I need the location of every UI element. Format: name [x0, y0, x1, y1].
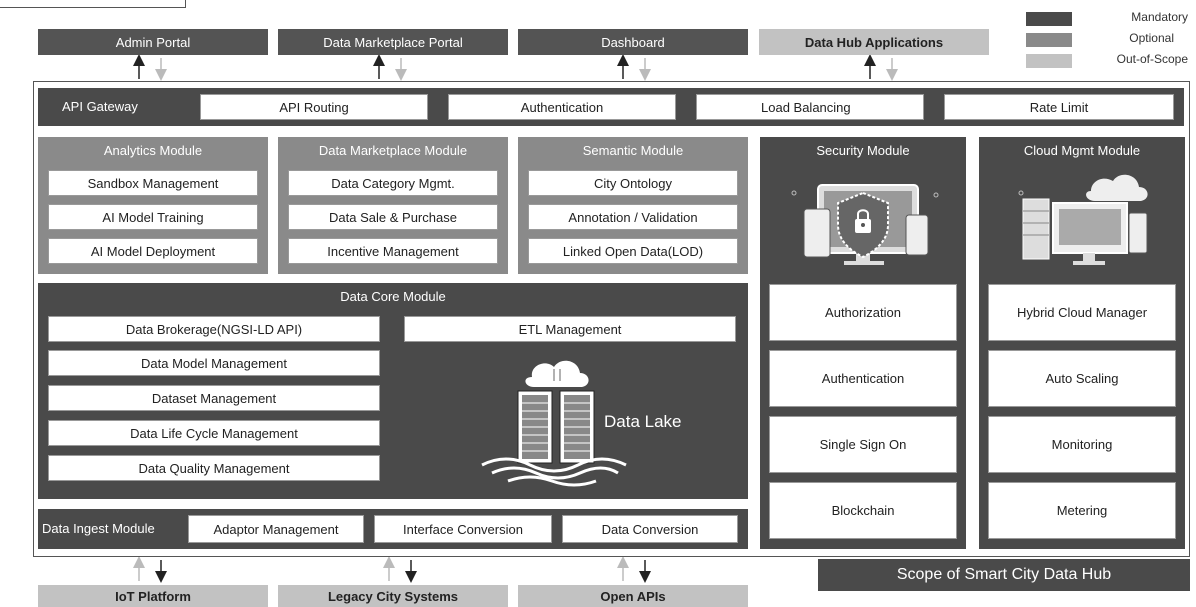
data-ingest-title: Data Ingest Module — [42, 521, 155, 536]
data-lake-icon — [481, 360, 627, 487]
legend-swatch-mandatory — [1026, 12, 1072, 26]
semantic-module: Semantic Module City Ontology Annotation… — [518, 137, 748, 274]
legend-label-out-of-scope: Out-of-Scope — [1116, 52, 1188, 66]
marketplace-item: Data Sale & Purchase — [288, 204, 498, 230]
analytics-item: AI Model Training — [48, 204, 258, 230]
api-routing: API Routing — [200, 94, 428, 120]
cloud-item: Metering — [988, 482, 1176, 539]
data-lake-label: Data Lake — [604, 412, 682, 431]
cloud-servers-icon — [1018, 174, 1148, 265]
legend-label-mandatory: Mandatory — [1131, 10, 1188, 24]
semantic-item: Linked Open Data(LOD) — [528, 238, 738, 264]
security-item: Authorization — [769, 284, 957, 341]
source-legacy-city-systems: Legacy City Systems — [278, 585, 508, 607]
scope-label: Scope of Smart City Data Hub — [818, 559, 1190, 591]
cloud-item: Monitoring — [988, 416, 1176, 473]
security-item: Single Sign On — [769, 416, 957, 473]
data-ingest-module: Data Ingest Module Adaptor Management In… — [38, 509, 748, 549]
data-core-item: Data Model Management — [48, 350, 380, 376]
source-iot-platform: IoT Platform — [38, 585, 268, 607]
portal-dashboard: Dashboard — [518, 29, 748, 55]
api-rate-limit: Rate Limit — [944, 94, 1174, 120]
source-open-apis: Open APIs — [518, 585, 748, 607]
top-arrows — [133, 55, 898, 81]
api-gateway-title: API Gateway — [62, 99, 138, 114]
security-module: Security Module Authorization Authentica… — [760, 137, 966, 549]
data-core-module: Data Core Module Data Brokerage(NGSI-LD … — [38, 283, 748, 499]
legend-label-optional: Optional — [1129, 31, 1174, 45]
data-core-item: Data Quality Management — [48, 455, 380, 481]
semantic-module-title: Semantic Module — [582, 143, 684, 158]
analytics-module: Analytics Module Sandbox Management AI M… — [38, 137, 268, 274]
portal-data-hub-applications: Data Hub Applications — [759, 29, 989, 55]
security-module-title: Security Module — [816, 143, 910, 158]
data-core-item: Dataset Management — [48, 385, 380, 411]
analytics-item: AI Model Deployment — [48, 238, 258, 264]
security-shield-icon — [791, 184, 939, 265]
legend-swatch-optional — [1026, 33, 1072, 47]
security-item: Blockchain — [769, 482, 957, 539]
cloud-item: Hybrid Cloud Manager — [988, 284, 1176, 341]
analytics-module-title: Analytics Module — [103, 143, 203, 158]
analytics-item: Sandbox Management — [48, 170, 258, 196]
cloud-mgmt-module: Cloud Mgmt Module Hybrid Cloud Manager A… — [979, 137, 1185, 549]
api-authentication: Authentication — [448, 94, 676, 120]
portal-admin: Admin Portal — [38, 29, 268, 55]
semantic-item: Annotation / Validation — [528, 204, 738, 230]
data-core-item: Data Life Cycle Management — [48, 420, 380, 446]
legend-swatch-out-of-scope — [1026, 54, 1072, 68]
top-left-divider — [0, 0, 186, 8]
data-marketplace-module: Data Marketplace Module Data Category Mg… — [278, 137, 508, 274]
api-gateway: API Gateway API Routing Authentication L… — [38, 88, 1184, 126]
etl-management: ETL Management — [404, 316, 736, 342]
ingest-item: Adaptor Management — [188, 515, 364, 543]
legend: Mandatory Optional Out-of-Scope — [1026, 10, 1194, 72]
data-core-item: Data Brokerage(NGSI-LD API) — [48, 316, 380, 342]
marketplace-module-title: Data Marketplace Module — [318, 143, 468, 158]
marketplace-item: Data Category Mgmt. — [288, 170, 498, 196]
marketplace-item: Incentive Management — [288, 238, 498, 264]
data-core-module-title: Data Core Module — [340, 289, 446, 304]
portal-data-marketplace: Data Marketplace Portal — [278, 29, 508, 55]
ingest-item: Interface Conversion — [374, 515, 552, 543]
cloud-item: Auto Scaling — [988, 350, 1176, 407]
cloud-module-title: Cloud Mgmt Module — [1023, 143, 1141, 158]
ingest-item: Data Conversion — [562, 515, 738, 543]
bottom-arrows — [133, 557, 651, 583]
semantic-item: City Ontology — [528, 170, 738, 196]
api-load-balancing: Load Balancing — [696, 94, 924, 120]
smart-city-data-hub-frame — [33, 81, 1190, 557]
security-item: Authentication — [769, 350, 957, 407]
